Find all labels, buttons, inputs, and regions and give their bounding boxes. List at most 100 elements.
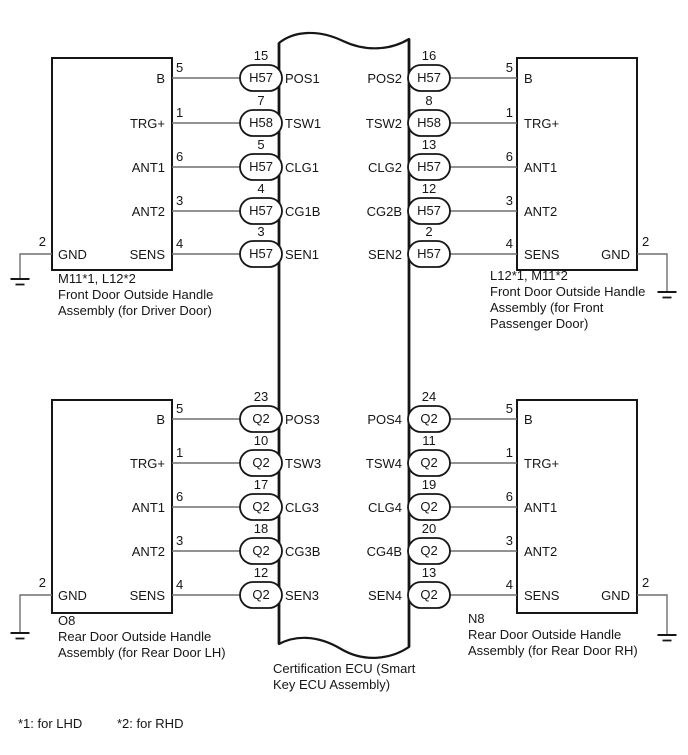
connector-pin-number: 13 bbox=[421, 137, 437, 152]
pin-number: 1 bbox=[176, 105, 184, 120]
component-caption-line: Front Door Outside Handle bbox=[58, 287, 214, 302]
pin-number: 1 bbox=[176, 445, 184, 460]
connector-oval bbox=[407, 449, 451, 477]
pin-number: 6 bbox=[176, 489, 184, 504]
pin-number: 6 bbox=[505, 149, 513, 164]
connector-oval bbox=[407, 153, 451, 181]
pin-number: 3 bbox=[176, 533, 184, 548]
component-caption-line: Passenger Door) bbox=[490, 316, 589, 331]
ecu-terminal-label: CG3B bbox=[285, 544, 321, 559]
ecu-terminal-label: CG2B bbox=[366, 204, 402, 219]
connector-code: Q2 bbox=[252, 587, 270, 602]
connector-code: H57 bbox=[249, 203, 273, 218]
terminal-label: SENS bbox=[524, 588, 560, 603]
ecu-terminal-label: TSW3 bbox=[285, 456, 322, 471]
gnd-label: GND bbox=[58, 588, 87, 603]
gnd-pin-number: 2 bbox=[642, 575, 650, 590]
terminal-label: ANT1 bbox=[131, 160, 165, 175]
connector-pin-number: 5 bbox=[257, 137, 265, 152]
connector-code: Q2 bbox=[420, 455, 438, 470]
ground-wire bbox=[637, 594, 668, 635]
ecu-terminal-label: SEN2 bbox=[368, 247, 402, 262]
connector-code: H58 bbox=[249, 115, 273, 130]
component-caption-line: N8 bbox=[468, 611, 485, 626]
connector-pin-number: 17 bbox=[253, 477, 269, 492]
ecu-terminal-label: POS3 bbox=[285, 412, 320, 427]
connector-code: H57 bbox=[249, 159, 273, 174]
connector-pin-number: 16 bbox=[421, 48, 437, 63]
component-caption-line: O8 bbox=[58, 613, 76, 628]
connector-code: Q2 bbox=[420, 499, 438, 514]
terminal-label: B bbox=[156, 412, 165, 427]
ground-wire bbox=[637, 253, 668, 292]
ecu-terminal-label: CG4B bbox=[366, 544, 402, 559]
connector-oval bbox=[407, 493, 451, 521]
footnote: *2: for RHD bbox=[117, 716, 184, 731]
connector-code: H58 bbox=[417, 115, 441, 130]
terminal-label: B bbox=[524, 71, 533, 86]
ecu-terminal-label: SEN3 bbox=[285, 588, 319, 603]
gnd-pin-number: 2 bbox=[38, 234, 46, 249]
gnd-label: GND bbox=[58, 247, 87, 262]
gnd-pin-number: 2 bbox=[38, 575, 46, 590]
component-caption-line: Assembly (for Front bbox=[490, 300, 604, 315]
ecu-terminal-label: TSW2 bbox=[365, 116, 402, 131]
component-box bbox=[51, 57, 173, 271]
connector-pin-number: 3 bbox=[257, 224, 265, 239]
gnd-label: GND bbox=[601, 247, 630, 262]
connector-pin-number: 11 bbox=[422, 433, 436, 448]
connector-oval bbox=[407, 405, 451, 433]
pin-number: 3 bbox=[505, 533, 513, 548]
pin-number: 1 bbox=[505, 105, 513, 120]
ecu-terminal-label: TSW1 bbox=[285, 116, 322, 131]
ecu-top-break-line bbox=[277, 31, 411, 50]
ecu-bottom-break-line bbox=[277, 636, 411, 659]
component-caption-line: M11*1, L12*2 bbox=[58, 271, 136, 286]
terminal-label: ANT1 bbox=[131, 500, 165, 515]
connector-oval bbox=[407, 581, 451, 609]
ecu-terminal-label: SEN1 bbox=[285, 247, 319, 262]
ecu-terminal-label: TSW4 bbox=[365, 456, 402, 471]
connector-code: H57 bbox=[249, 246, 273, 261]
connector-pin-number: 19 bbox=[421, 477, 437, 492]
connector-oval bbox=[407, 197, 451, 225]
connector-code: H57 bbox=[249, 70, 273, 85]
connector-pin-number: 18 bbox=[253, 521, 269, 536]
gnd-label: GND bbox=[601, 588, 630, 603]
terminal-label: B bbox=[524, 412, 533, 427]
connector-code: Q2 bbox=[252, 411, 270, 426]
component-caption-line: Assembly (for Driver Door) bbox=[58, 303, 212, 318]
connector-oval bbox=[239, 405, 283, 433]
gnd-pin-number: 2 bbox=[642, 234, 650, 249]
pin-number: 5 bbox=[505, 60, 513, 75]
connector-oval bbox=[239, 449, 283, 477]
terminal-label: TRG+ bbox=[524, 456, 560, 471]
connector-code: Q2 bbox=[252, 543, 270, 558]
connector-code: Q2 bbox=[252, 455, 270, 470]
terminal-label: ANT1 bbox=[524, 500, 558, 515]
connector-pin-number: 2 bbox=[425, 224, 433, 239]
connector-pin-number: 12 bbox=[421, 181, 437, 196]
footnote: *1: for LHD bbox=[18, 716, 83, 731]
connector-code: H57 bbox=[417, 159, 441, 174]
terminal-label: B bbox=[156, 71, 165, 86]
terminal-label: ANT1 bbox=[524, 160, 558, 175]
connector-oval bbox=[239, 493, 283, 521]
pin-number: 5 bbox=[505, 401, 513, 416]
connector-oval bbox=[239, 109, 283, 137]
component-caption-line: Rear Door Outside Handle bbox=[58, 629, 212, 644]
terminal-label: ANT2 bbox=[524, 544, 558, 559]
pin-number: 3 bbox=[505, 193, 513, 208]
terminal-label: ANT2 bbox=[524, 204, 558, 219]
ecu-terminal-label: CLG3 bbox=[285, 500, 319, 515]
ecu-terminal-label: CLG4 bbox=[368, 500, 402, 515]
connector-pin-number: 15 bbox=[253, 48, 269, 63]
terminal-label: ANT2 bbox=[131, 204, 165, 219]
connector-code: Q2 bbox=[420, 587, 438, 602]
terminal-label: ANT2 bbox=[131, 544, 165, 559]
connector-code: Q2 bbox=[420, 543, 438, 558]
connector-pin-number: 24 bbox=[421, 389, 437, 404]
terminal-label: SENS bbox=[129, 247, 165, 262]
component-caption-line: L12*1, M11*2 bbox=[490, 268, 568, 283]
connector-pin-number: 13 bbox=[421, 565, 437, 580]
